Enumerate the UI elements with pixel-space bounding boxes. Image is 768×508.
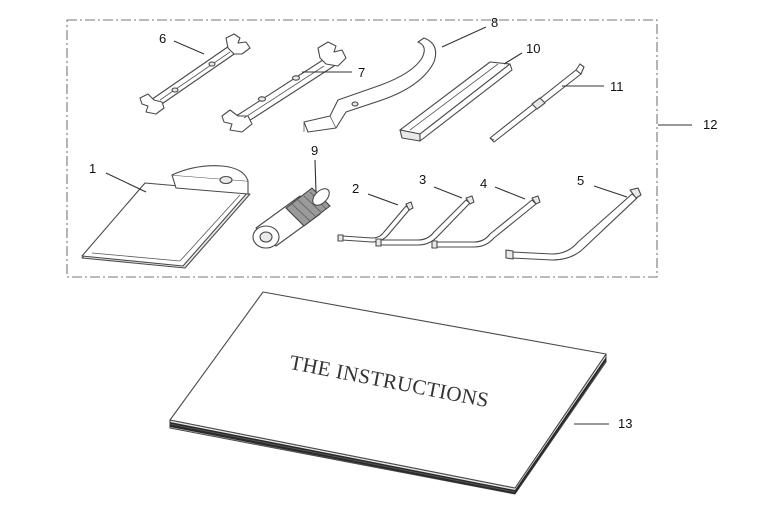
- leader-6: [173, 40, 205, 55]
- leader-4: [494, 186, 526, 200]
- callout-12: 12: [703, 117, 717, 132]
- leader-1: [105, 172, 147, 193]
- part-9-socket-driver: [252, 187, 331, 249]
- part-4-hex-key: [431, 195, 541, 249]
- callout-3: 3: [419, 172, 426, 187]
- callout-8: 8: [491, 15, 498, 30]
- part-6-open-end-wrench: [139, 33, 251, 115]
- callout-11: 11: [610, 79, 624, 94]
- callout-13: 13: [618, 416, 632, 431]
- leader-lines: [105, 26, 692, 425]
- part-2-hex-key-small: [337, 201, 414, 243]
- tool-kit-group-boundary: [66, 19, 658, 278]
- callout-4: 4: [480, 176, 487, 191]
- leader-10: [503, 52, 523, 65]
- part-7-large-wrench: [221, 41, 347, 133]
- part-11-screwdriver-rod: [489, 63, 585, 143]
- part-13-instruction-booklet: [169, 291, 607, 495]
- part-8-hook-spanner: [303, 37, 437, 133]
- part-3-hex-key: [375, 195, 475, 247]
- callout-2: 2: [352, 181, 359, 196]
- callout-9: 9: [311, 143, 318, 158]
- leader-8: [441, 26, 487, 48]
- part-1-tool-pouch: [81, 165, 251, 269]
- callout-1: 1: [89, 161, 96, 176]
- leader-2: [367, 193, 399, 206]
- leader-9: [314, 159, 317, 193]
- callout-7: 7: [358, 65, 365, 80]
- callout-6: 6: [159, 31, 166, 46]
- leader-3: [433, 186, 463, 199]
- part-5-hex-key-large: [505, 187, 642, 261]
- leader-5: [593, 185, 628, 198]
- callout-10: 10: [526, 41, 540, 56]
- part-10-flat-bar: [399, 61, 513, 142]
- callout-5: 5: [577, 173, 584, 188]
